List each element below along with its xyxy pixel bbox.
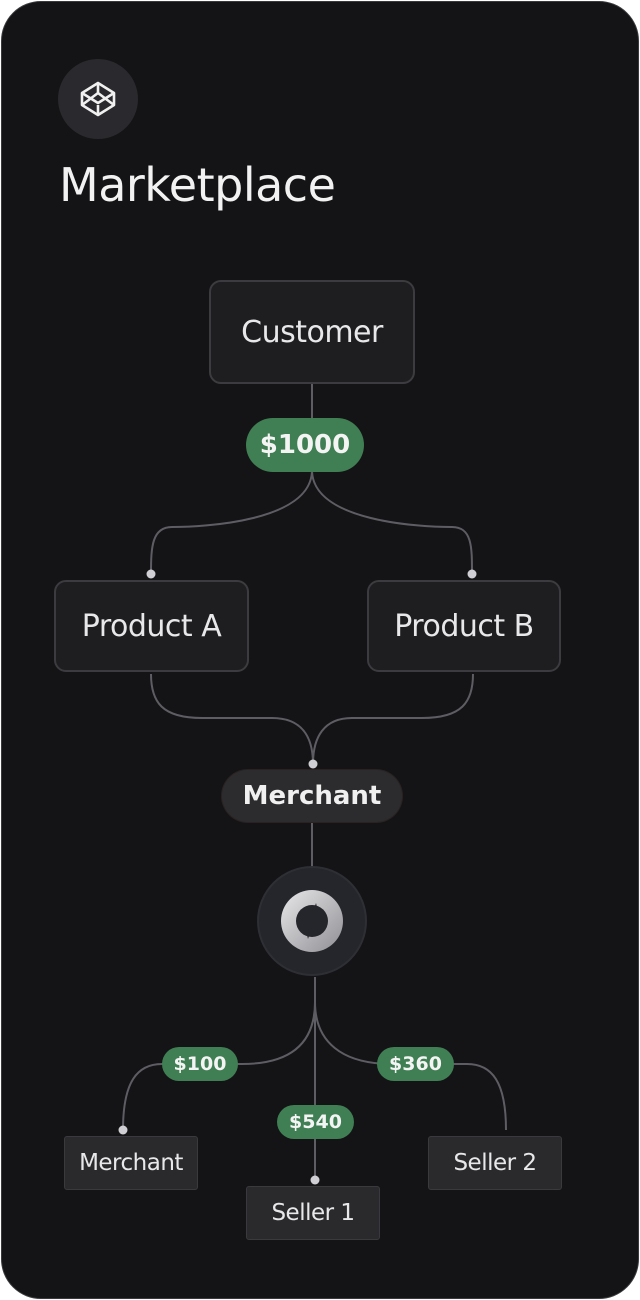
port-product-a (146, 569, 156, 579)
product-b-node: Product B (367, 580, 561, 672)
page-title: Marketplace (59, 158, 336, 212)
connector-product-a-merge (150, 673, 314, 765)
connector-to-product-b (311, 469, 473, 574)
product-a-node: Product A (54, 580, 249, 672)
port-product-b (467, 569, 477, 579)
customer-node: Customer (209, 280, 415, 384)
amount-total-badge: $1000 (246, 418, 364, 472)
port-merchant-out (118, 1125, 128, 1135)
connector-to-product-a (150, 469, 313, 574)
connector-to-merchant (122, 1001, 316, 1131)
port-seller1 (310, 1175, 320, 1185)
seller1-node: Seller 1 (246, 1186, 380, 1240)
payment-processor-icon (257, 866, 367, 976)
amount-seller2-badge: $360 (377, 1047, 454, 1081)
codepen-cube-icon (58, 59, 138, 139)
amount-merchant-badge: $100 (162, 1047, 238, 1081)
seller2-node: Seller 2 (428, 1136, 562, 1190)
port-merchant (308, 759, 318, 769)
connector-product-b-merge (312, 673, 474, 765)
merchant-node: Merchant (64, 1136, 198, 1190)
merchant-pill: Merchant (222, 770, 402, 822)
amount-seller1-badge: $540 (277, 1105, 354, 1139)
